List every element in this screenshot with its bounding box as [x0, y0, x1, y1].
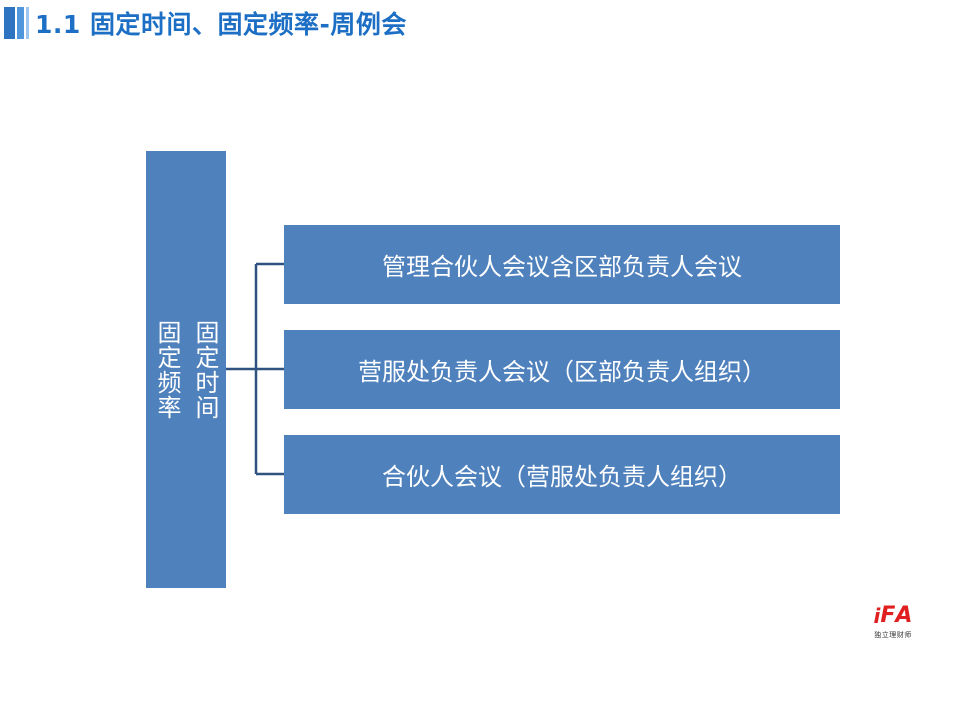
- child-node-2: 营服处负责人会议（区部负责人组织）: [284, 330, 840, 409]
- child-node-1: 管理合伙人会议含区部负责人会议: [284, 225, 840, 304]
- slide-title: 1.1 固定时间、固定频率-周例会: [35, 10, 407, 39]
- title-marker-icon: [4, 7, 29, 39]
- root-node-line-1: 固定时间: [191, 319, 219, 420]
- root-node-line-2: 固定频率: [153, 319, 181, 420]
- ifa-logo-subtitle: 独立理财师: [874, 631, 912, 639]
- root-node: 固定时间 固定频率: [146, 151, 226, 588]
- child-node-3: 合伙人会议（营服处负责人组织）: [284, 435, 840, 514]
- title-bar: 1.1 固定时间、固定频率-周例会: [4, 6, 407, 40]
